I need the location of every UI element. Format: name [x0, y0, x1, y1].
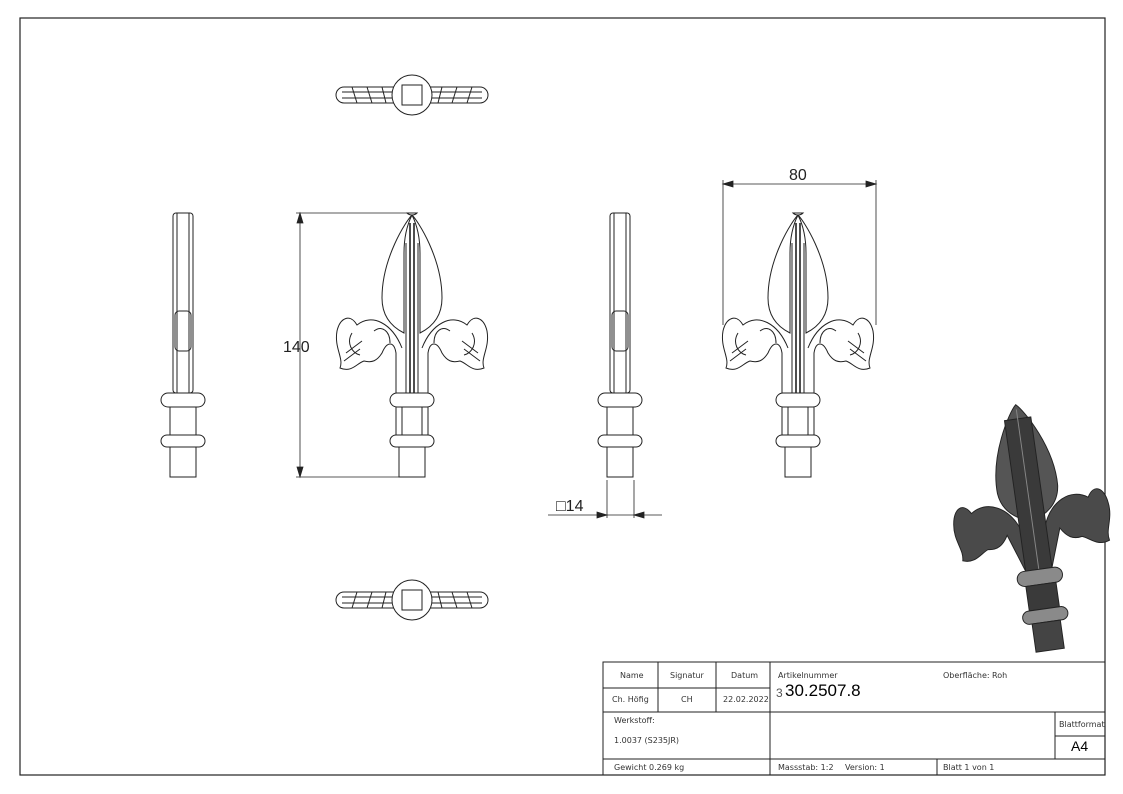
height-dimension: [296, 211, 412, 479]
author-name: Ch. Höfig: [612, 695, 649, 704]
side-view-left: [160, 212, 206, 478]
name-header: Name: [620, 671, 644, 680]
signature-header: Signatur: [670, 671, 704, 680]
article-number: 30.2507.8: [785, 681, 861, 700]
author-signature: CH: [681, 695, 693, 704]
front-view-right: [721, 212, 875, 478]
article-label: Artikelnummer: [778, 671, 838, 680]
weight: Gewicht 0.269 kg: [614, 763, 685, 772]
scale: Massstab: 1:2: [778, 763, 834, 772]
isometric-view: [953, 404, 1111, 653]
surface-value: Roh: [992, 671, 1008, 680]
version: Version: 1: [845, 763, 885, 772]
material-value: 1.0037 (S235JR): [614, 736, 680, 745]
format-value: A4: [1071, 738, 1089, 754]
square-dimension-label: □14: [556, 498, 584, 515]
drawing-date: 22.02.2022: [723, 695, 769, 704]
top-view: [335, 74, 489, 116]
title-block-frame: [602, 661, 1106, 776]
bottom-view: [335, 579, 489, 621]
sheet-number: Blatt 1 von 1: [943, 763, 995, 772]
width-dimension: [721, 180, 878, 325]
square-dimension: [548, 480, 662, 519]
sheet-border: [19, 17, 1106, 776]
article-prefix: 3: [776, 686, 783, 700]
surface-label: Oberfläche:: [943, 671, 990, 680]
side-view-right: [597, 212, 643, 478]
date-header: Datum: [731, 671, 759, 680]
width-dimension-label: 80: [789, 167, 807, 184]
material-label: Werkstoff:: [614, 716, 655, 725]
front-view-left: [335, 212, 489, 478]
height-dimension-label: 140: [283, 339, 310, 356]
format-label: Blattformat: [1059, 720, 1105, 729]
